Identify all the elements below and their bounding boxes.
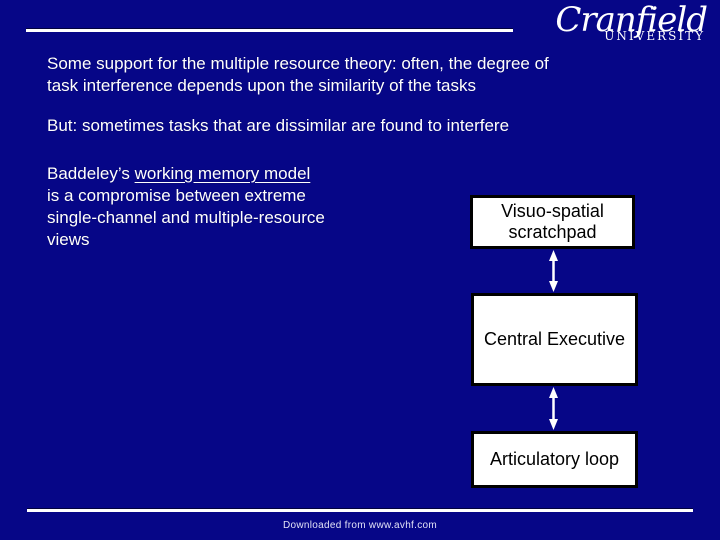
diagram-box-visuo-spatial-scratchpad: Visuo-spatial scratchpad (470, 195, 635, 249)
diagram-box-articulatory-loop: Articulatory loop (471, 431, 638, 488)
logo-subtitle: UNIVERSITY (604, 29, 705, 43)
paragraph-baddeley-model: Baddeley’s working memory model is a com… (47, 163, 325, 251)
text-segment: Baddeley’s (47, 164, 135, 183)
text-line: views (47, 230, 90, 249)
double-headed-arrow-icon (549, 250, 558, 292)
text-line: Some support for the multiple resource t… (47, 54, 549, 73)
text-line: Baddeley’s working memory model (47, 163, 325, 185)
text-line: single-channel and multiple-resource (47, 208, 325, 227)
paragraph-multiple-resource-support: Some support for the multiple resource t… (47, 53, 549, 97)
text-line: task interference depends upon the simil… (47, 76, 477, 95)
paragraph-dissimilar-tasks: But: sometimes tasks that are dissimilar… (47, 115, 509, 137)
box-label: Articulatory loop (489, 449, 620, 469)
underlined-phrase: working memory model (134, 164, 311, 183)
double-headed-arrow-icon (549, 387, 558, 430)
logo-wordmark: Cranfield (555, 0, 708, 40)
box-label-line: scratchpad (508, 222, 597, 242)
cranfield-university-logo: Cranfield UNIVERSITY (555, 0, 708, 43)
diagram-box-central-executive: Central Executive (471, 293, 638, 386)
box-label: Central Executive (483, 329, 626, 349)
text-line: But: sometimes tasks that are dissimilar… (47, 116, 510, 135)
box-label-line: Visuo-spatial (501, 201, 604, 221)
footer-credit: Downloaded from www.avhf.com (282, 520, 437, 531)
header-rule (26, 29, 513, 32)
text-line: is a compromise between extreme (47, 186, 306, 205)
box-label: Visuo-spatial scratchpad (501, 201, 604, 243)
footer-rule (27, 509, 693, 512)
